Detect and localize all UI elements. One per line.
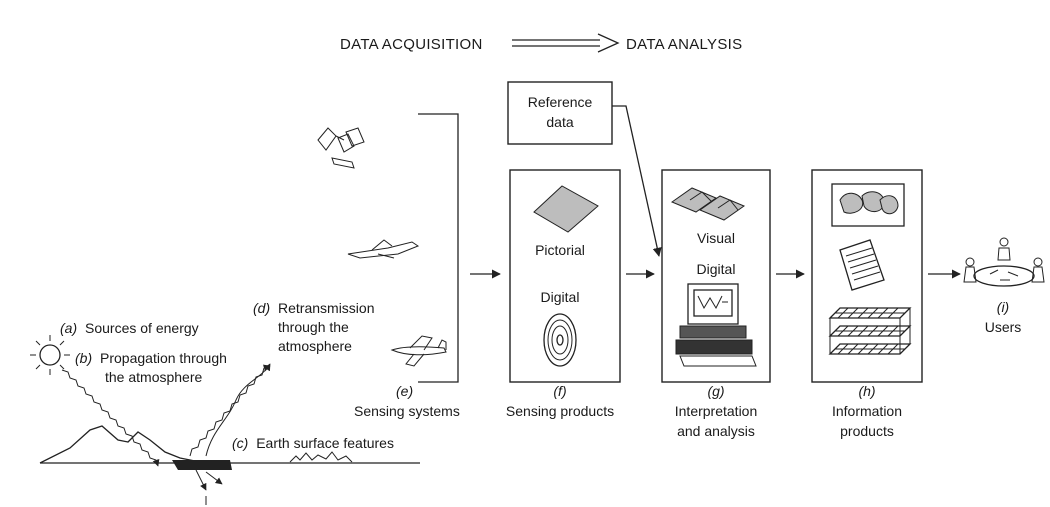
svg-text:(b) Propagation through: (b) Propagation through (75, 350, 227, 366)
header-data-analysis: DATA ANALYSIS (626, 36, 742, 53)
terrain-illustration (39, 425, 420, 505)
svg-text:(c) Earth surface features: (c) Earth surface features (232, 435, 394, 451)
label-a-letter: (a) (60, 320, 77, 336)
information-products-box (811, 169, 923, 383)
products-pictorial: Pictorial (535, 242, 585, 258)
label-g-letter: (g) (707, 383, 724, 399)
data-table-icon (839, 239, 885, 291)
label-h-letter: (h) (858, 383, 875, 399)
svg-text:(a) Sources of energy: (a) Sources of energy (60, 320, 199, 336)
label-a-text: Sources of energy (85, 320, 199, 336)
label-h-line2: products (840, 423, 894, 439)
emitted-radiation-arrow (205, 363, 271, 457)
analysis-box (661, 169, 771, 383)
stereo-image-icon (670, 187, 746, 221)
data-disc-icon (543, 313, 577, 367)
sensing-products-box (509, 169, 621, 383)
label-e-letter: (e) (396, 383, 413, 399)
users-meeting-icon (963, 237, 1045, 287)
label-c-letter: (c) (232, 435, 248, 451)
reference-data-box (507, 81, 613, 145)
reference-data-line1: Reference (528, 94, 593, 110)
label-d-line1: Retransmission (278, 300, 374, 316)
label-d-letter: (d) (253, 300, 270, 316)
computer-workstation-icon (675, 283, 757, 367)
svg-text:(d) Retransmission: (d) Retransmission (253, 300, 375, 316)
label-b-letter: (b) (75, 350, 92, 366)
label-e-text: Sensing systems (354, 403, 460, 419)
label-g-line2: and analysis (677, 423, 755, 439)
gis-layers-icon (828, 307, 912, 355)
light-aircraft-icon (390, 335, 447, 367)
label-f-text: Sensing products (506, 403, 614, 419)
jet-aircraft-icon (347, 239, 420, 259)
incoming-radiation-arrow (61, 369, 160, 467)
label-c-text: Earth surface features (256, 435, 394, 451)
label-d-line2: through the (278, 319, 349, 335)
sun-icon (30, 335, 70, 375)
label-i-letter: (i) (997, 299, 1009, 315)
reference-data-line2: data (546, 114, 573, 130)
aerial-photo-icon (533, 185, 599, 233)
arrow-reference-to-analysis (612, 105, 662, 257)
sensing-bracket (418, 113, 459, 383)
label-b-line1: Propagation through (100, 350, 227, 366)
label-d-line3: atmosphere (278, 338, 352, 354)
double-arrow (512, 33, 620, 53)
label-i-text: Users (985, 319, 1022, 335)
header-data-acquisition: DATA ACQUISITION (340, 36, 483, 53)
label-f-letter: (f) (553, 383, 566, 399)
analysis-visual: Visual (697, 230, 735, 246)
label-h-line1: Information (832, 403, 902, 419)
thematic-map-icon (831, 183, 905, 227)
products-digital: Digital (541, 289, 580, 305)
label-b-line2: the atmosphere (105, 369, 202, 385)
label-g-line1: Interpretation (675, 403, 758, 419)
satellite-icon (317, 127, 365, 169)
analysis-digital: Digital (697, 261, 736, 277)
